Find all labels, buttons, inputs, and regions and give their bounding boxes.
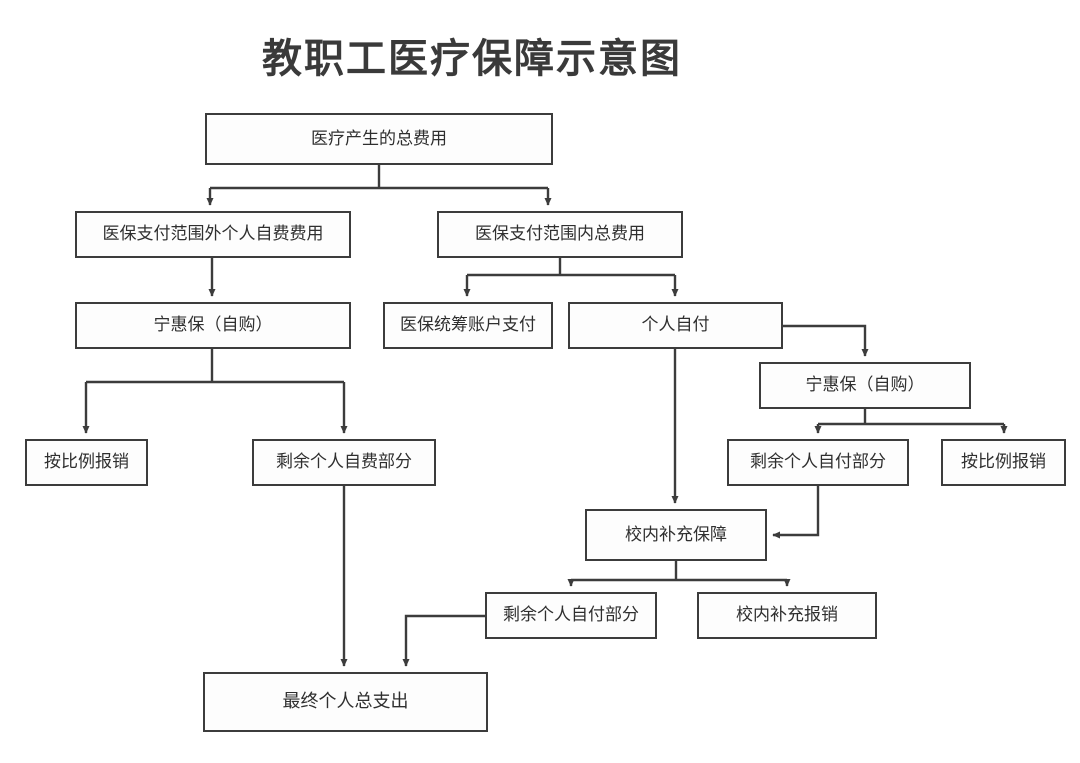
node-total-cost[interactable]: 医疗产生的总费用 xyxy=(205,113,553,165)
node-label: 剩余个人自费部分 xyxy=(276,452,412,473)
node-remaining-personal-pay-1[interactable]: 剩余个人自付部分 xyxy=(727,439,909,486)
node-proportional-reimb-left[interactable]: 按比例报销 xyxy=(25,439,148,486)
node-proportional-reimb-right[interactable]: 按比例报销 xyxy=(941,439,1066,486)
node-label: 按比例报销 xyxy=(961,452,1046,473)
node-final-personal-total[interactable]: 最终个人总支出 xyxy=(203,672,488,732)
page-title-text: 教职工医疗保障示意图 xyxy=(262,36,682,82)
node-label: 剩余个人自付部分 xyxy=(503,605,639,626)
node-label: 个人自付 xyxy=(641,315,710,336)
node-label: 医疗产生的总费用 xyxy=(311,128,447,149)
node-remaining-self-pay-cost[interactable]: 剩余个人自费部分 xyxy=(252,439,436,486)
node-label: 医保统筹账户支付 xyxy=(400,315,536,336)
node-in-scope-total[interactable]: 医保支付范围内总费用 xyxy=(437,211,683,258)
node-out-of-scope-self-pay[interactable]: 医保支付范围外个人自费费用 xyxy=(75,211,351,258)
node-campus-supplement-reimb[interactable]: 校内补充报销 xyxy=(697,592,877,639)
node-label: 最终个人总支出 xyxy=(282,691,409,713)
node-label: 医保支付范围内总费用 xyxy=(475,224,645,245)
node-remaining-personal-pay-2[interactable]: 剩余个人自付部分 xyxy=(485,592,657,639)
edge-personal-payment-to-ninghuibao-right xyxy=(783,324,869,357)
node-label: 宁惠保（自购） xyxy=(805,375,925,396)
node-label: 宁惠保（自购） xyxy=(153,315,273,336)
node-personal-payment[interactable]: 个人自付 xyxy=(568,302,783,349)
node-label: 医保支付范围外个人自费费用 xyxy=(102,224,324,245)
node-ninghuibao-right[interactable]: 宁惠保（自购） xyxy=(759,362,971,409)
node-pooled-account-pay[interactable]: 医保统筹账户支付 xyxy=(383,302,553,349)
node-label: 剩余个人自付部分 xyxy=(750,452,886,473)
node-campus-supplement[interactable]: 校内补充保障 xyxy=(585,509,767,561)
edge-remaining-personal-pay-to-campus-supplement xyxy=(772,486,820,539)
node-label: 校内补充保障 xyxy=(625,524,727,545)
node-label: 按比例报销 xyxy=(44,452,129,473)
node-ninghuibao-left[interactable]: 宁惠保（自购） xyxy=(75,302,351,349)
page-title: 教职工医疗保障示意图 xyxy=(0,26,1080,84)
edge-remaining-personal-pay-2-to-final xyxy=(402,614,485,667)
node-label: 校内补充报销 xyxy=(736,605,838,626)
